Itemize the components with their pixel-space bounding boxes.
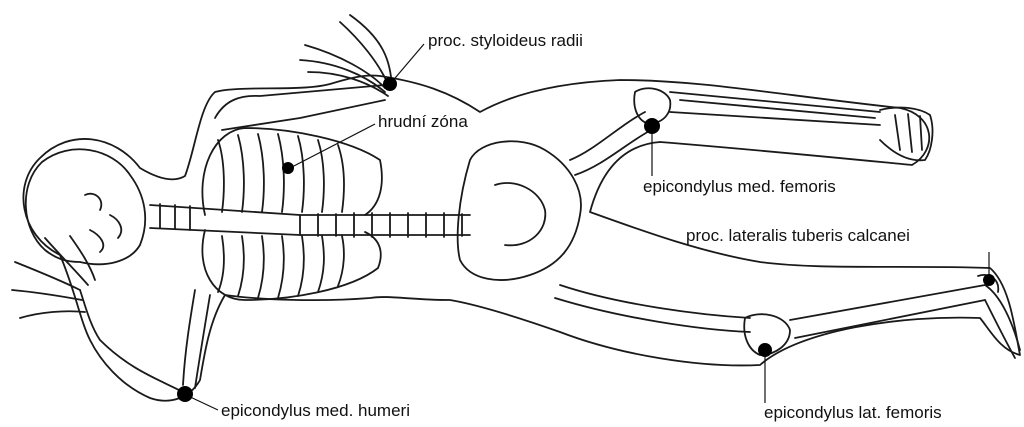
lower-arm [183, 290, 210, 388]
marker-styloid [383, 77, 397, 91]
spine-line-upper [150, 205, 470, 215]
lower-femur [555, 285, 750, 332]
marker-epihum [177, 386, 193, 402]
lower-foot [978, 275, 1020, 358]
lower-forearm [80, 290, 183, 392]
pelvis-inner [495, 183, 545, 245]
skull [26, 149, 145, 264]
leader-styloid [390, 44, 424, 84]
spine-line-lower [150, 228, 470, 235]
lower-hand [12, 236, 95, 318]
label-proc-lateralis-tuberis-calcanei: proc. lateralis tuberis calcanei [686, 226, 910, 246]
marker-hrudni [282, 162, 294, 174]
marker-calcanei [983, 274, 995, 286]
skull-face [85, 194, 121, 252]
marker-epilatfem [758, 343, 772, 357]
label-epicondylus-med-femoris: epicondylus med. femoris [643, 177, 836, 197]
lower-tibia [790, 285, 985, 338]
pelvis [458, 141, 581, 280]
upper-tibia [670, 92, 880, 125]
label-hrudni-zona: hrudní zóna [378, 112, 468, 132]
upper-hand [300, 15, 392, 96]
marker-epimedfem [644, 118, 660, 134]
label-epicondylus-med-humeri: epicondylus med. humeri [221, 401, 410, 421]
leader-hrudni [290, 124, 375, 168]
label-proc-styloideus-radii: proc. styloideus radii [428, 31, 583, 51]
label-epicondylus-lat-femoris: epicondylus lat. femoris [764, 403, 942, 423]
upper-arm-top [215, 85, 385, 130]
